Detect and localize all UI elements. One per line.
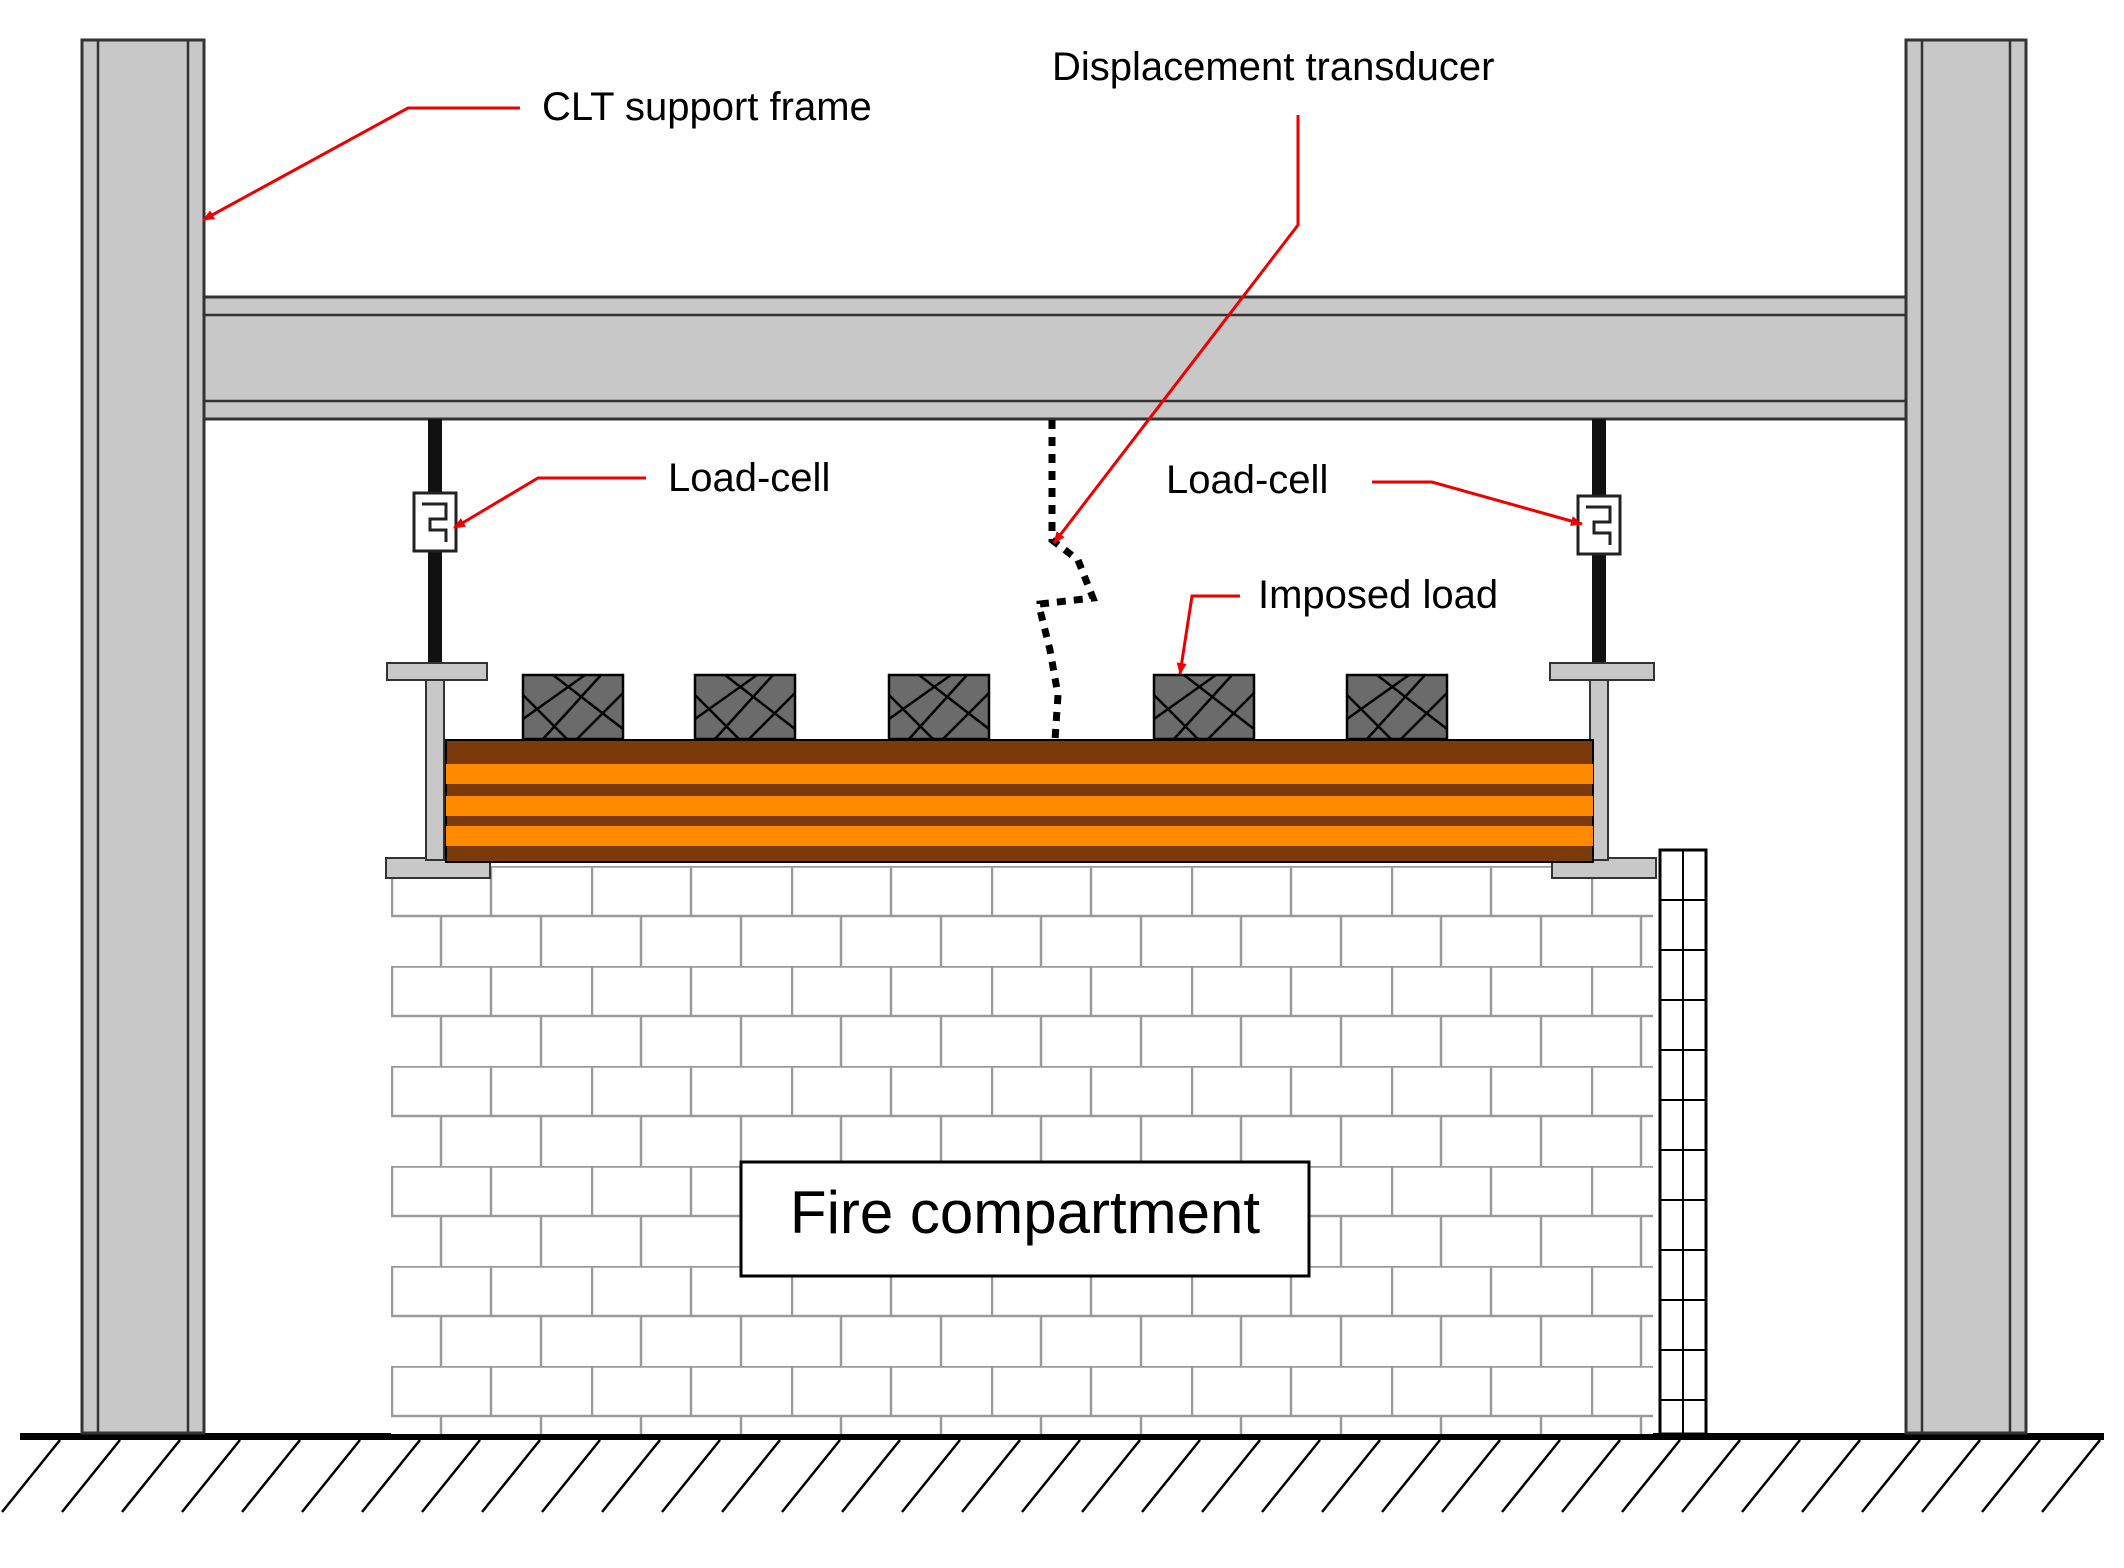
clt-support-frame [80,38,2028,1435]
label-load-cell-left: Load-cell [668,456,830,500]
label-fire-compartment: Fire compartment [790,1179,1260,1246]
arrow-load-cell-right [1372,480,1583,526]
arrow-support-frame [202,106,520,222]
arrow-imposed-load [1176,594,1240,675]
left-column [80,38,206,1435]
load-block-4 [1152,673,1256,741]
right-column [1904,38,2028,1435]
brick-side-column [1658,848,1708,1436]
brick-wall [391,866,1653,1434]
load-block-1 [521,673,625,741]
imposed-load-blocks [521,673,1449,741]
arrow-transducer [1052,115,1300,544]
ground-hatch [1,1439,2101,1513]
frame-beam [198,295,1910,421]
load-block-5 [1345,673,1449,741]
right-load-cell [1576,494,1622,556]
fire-compartment [391,848,1708,1436]
leader-arrows [202,106,1583,675]
left-load-cell [412,491,458,553]
left-hanger [386,419,488,861]
clt-layer-3 [446,826,1593,846]
displacement-transducer-wire [1036,420,1098,741]
label-transducer: Displacement transducer [1052,45,1494,89]
arrow-load-cell-left [453,476,646,530]
clt-slab [445,739,1594,863]
load-block-2 [693,673,797,741]
clt-layer-1 [446,764,1593,784]
ground [1,1433,2104,1513]
clt-layer-2 [446,796,1593,816]
label-support-frame: CLT support frame [542,85,872,129]
load-block-3 [887,673,991,741]
label-load-cell-right: Load-cell [1166,458,1328,502]
fire-compartment-label-box [739,1160,1311,1278]
label-imposed-load: Imposed load [1258,573,1498,617]
